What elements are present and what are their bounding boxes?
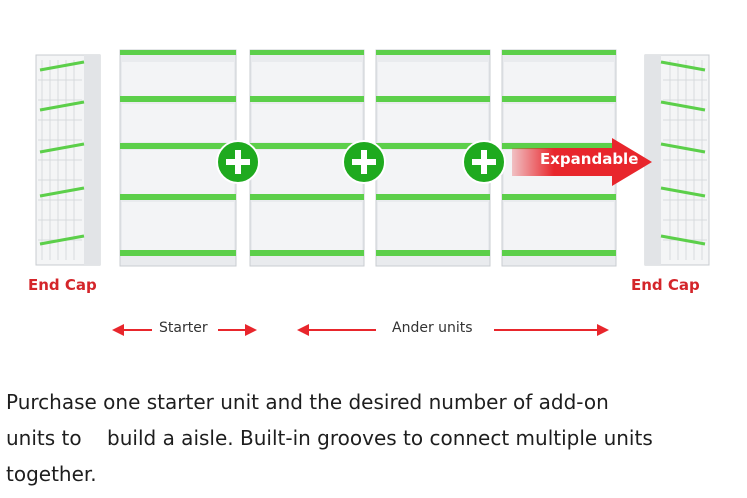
caption-line: units to build a aisle. Built-in grooves…	[6, 426, 653, 450]
starter-shelf-unit	[119, 49, 237, 267]
end-cap-left-unit	[35, 54, 101, 266]
add-on-units-label: Ander units	[392, 320, 473, 336]
caption: Purchase one starter unit and the desire…	[6, 384, 741, 492]
starter-dimension-arrow	[112, 324, 257, 336]
caption-line: Purchase one starter unit and the desire…	[6, 390, 609, 414]
expandable-arrow	[512, 138, 652, 186]
plus-icon	[216, 140, 260, 184]
end-cap-left-label: End Cap	[28, 276, 97, 294]
plus-icon	[462, 140, 506, 184]
caption-line: together.	[6, 462, 97, 486]
end-cap-right-unit	[644, 54, 710, 266]
plus-icon	[342, 140, 386, 184]
shelving-diagram	[35, 49, 710, 336]
end-cap-right-label: End Cap	[631, 276, 700, 294]
add-on-dimension-arrow	[297, 324, 609, 336]
starter-label: Starter	[159, 320, 208, 336]
expandable-label: Expandable	[540, 150, 639, 168]
